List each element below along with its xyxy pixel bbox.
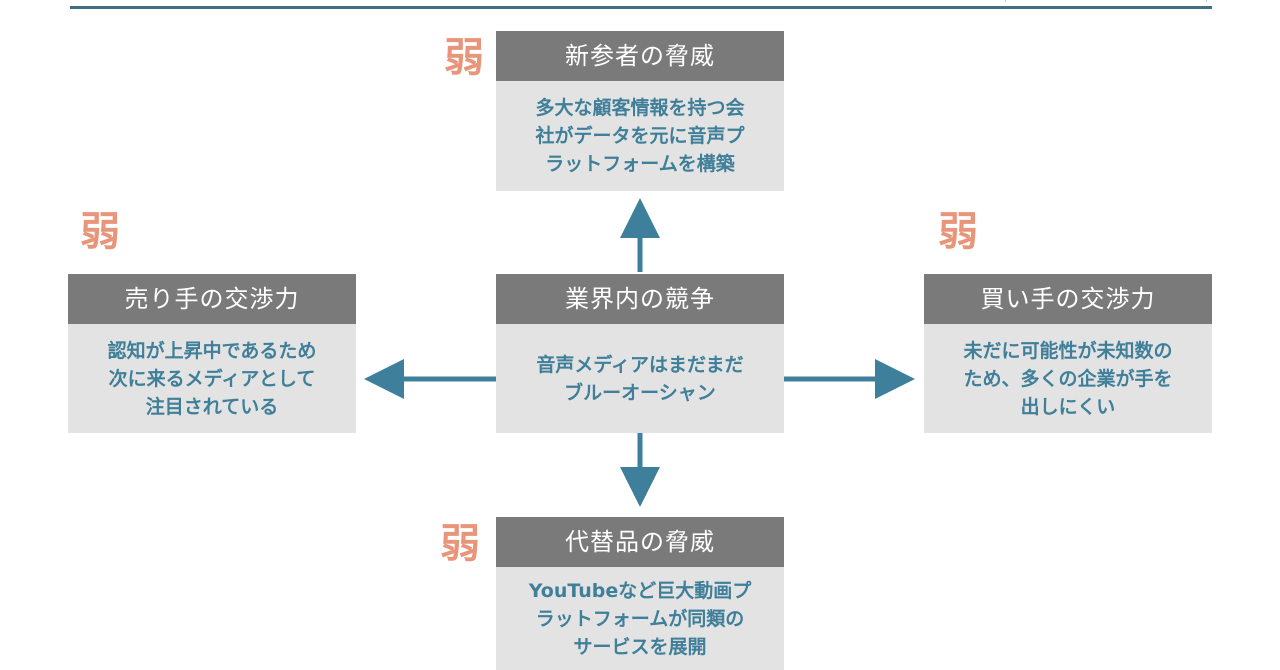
box-title: 新参者の脅威 <box>496 31 784 81</box>
box-body: 多大な顧客情報を持つ会 社がデータを元に音声プ ラットフォームを構築 <box>496 81 784 191</box>
box-supplier-power: 売り手の交渉力 認知が上昇中であるため 次に来るメディアとして 注目されている <box>68 274 356 433</box>
rating-top: 弱 <box>444 35 484 81</box>
box-title: 業界内の競争 <box>496 274 784 324</box>
box-body: 音声メディアはまだまだ ブルーオーシャン <box>496 324 784 433</box>
top-rule <box>70 6 1212 9</box>
box-body: YouTubeなど巨大動画プ ラットフォームが同類の サービスを展開 <box>496 567 784 670</box>
box-buyer-power: 買い手の交渉力 未だに可能性が未知数の ため、多くの企業が手を 出しにくい <box>924 274 1212 433</box>
box-body: 未だに可能性が未知数の ため、多くの企業が手を 出しにくい <box>924 324 1212 433</box>
box-title: 買い手の交渉力 <box>924 274 1212 324</box>
rating-right: 弱 <box>938 209 978 255</box>
top-corner-frame <box>1005 0 1207 2</box>
box-title: 売り手の交渉力 <box>68 274 356 324</box>
box-body: 認知が上昇中であるため 次に来るメディアとして 注目されている <box>68 324 356 433</box>
box-title: 代替品の脅威 <box>496 517 784 567</box>
box-substitutes: 代替品の脅威 YouTubeなど巨大動画プ ラットフォームが同類の サービスを展… <box>496 517 784 670</box>
box-industry-rivalry: 業界内の競争 音声メディアはまだまだ ブルーオーシャン <box>496 274 784 433</box>
rating-left: 弱 <box>80 209 120 255</box>
box-new-entrants: 新参者の脅威 多大な顧客情報を持つ会 社がデータを元に音声プ ラットフォームを構… <box>496 31 784 191</box>
rating-bottom: 弱 <box>440 521 480 567</box>
